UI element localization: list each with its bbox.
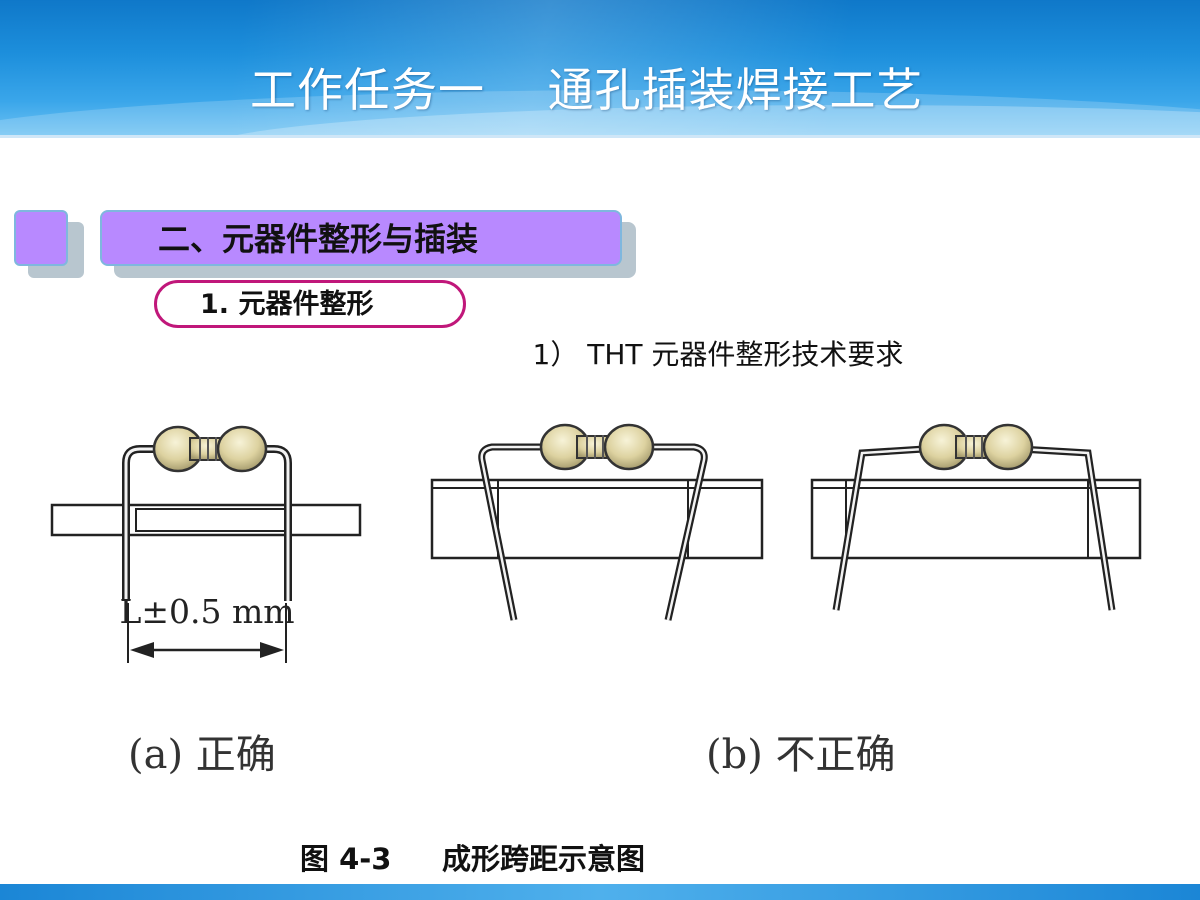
lead-left-highlight bbox=[124, 447, 165, 601]
requirement-heading: 1） THT 元器件整形技术要求 bbox=[532, 338, 904, 371]
dimension-arrow-left bbox=[130, 642, 154, 658]
lead-left-highlight bbox=[480, 445, 552, 621]
lead-right-highlight bbox=[250, 447, 290, 601]
section-marker bbox=[14, 210, 68, 266]
resistor bbox=[918, 423, 1034, 471]
board-slot bbox=[135, 508, 287, 532]
lead-left-highlight bbox=[834, 447, 925, 611]
slide-title: 工作任务一 通孔插装焊接工艺 bbox=[250, 63, 924, 117]
diagram-incorrect-1 bbox=[430, 423, 764, 621]
caption-incorrect: (b) 不正确 bbox=[706, 732, 896, 778]
resistor bbox=[152, 425, 268, 473]
pcb-board bbox=[810, 478, 1142, 560]
section-title: 二、元器件整形与插装 bbox=[158, 220, 479, 258]
footer-bar bbox=[0, 884, 1200, 900]
dimension-label: L±0.5 mm bbox=[119, 592, 294, 631]
resistor bbox=[539, 423, 655, 471]
lead-right-highlight bbox=[1019, 447, 1114, 611]
figure-caption: 图 4-3 成形跨距示意图 bbox=[300, 842, 645, 876]
diagram-incorrect-2 bbox=[810, 423, 1142, 611]
subsection-title: 1. 元器件整形 bbox=[200, 289, 374, 320]
dimension-arrow-right bbox=[260, 642, 284, 658]
header-banner bbox=[0, 0, 1200, 135]
header-separator bbox=[0, 135, 1200, 138]
diagram-correct: L±0.5 mm bbox=[50, 425, 362, 663]
section-bar bbox=[100, 210, 622, 266]
caption-correct: (a) 正确 bbox=[128, 732, 276, 778]
pcb-board bbox=[430, 478, 764, 560]
lead-forming-diagram: L±0.5 mm bbox=[50, 423, 1142, 663]
lead-right-highlight bbox=[640, 445, 706, 621]
header-shine bbox=[0, 0, 1200, 135]
subsection-pill bbox=[154, 280, 466, 328]
